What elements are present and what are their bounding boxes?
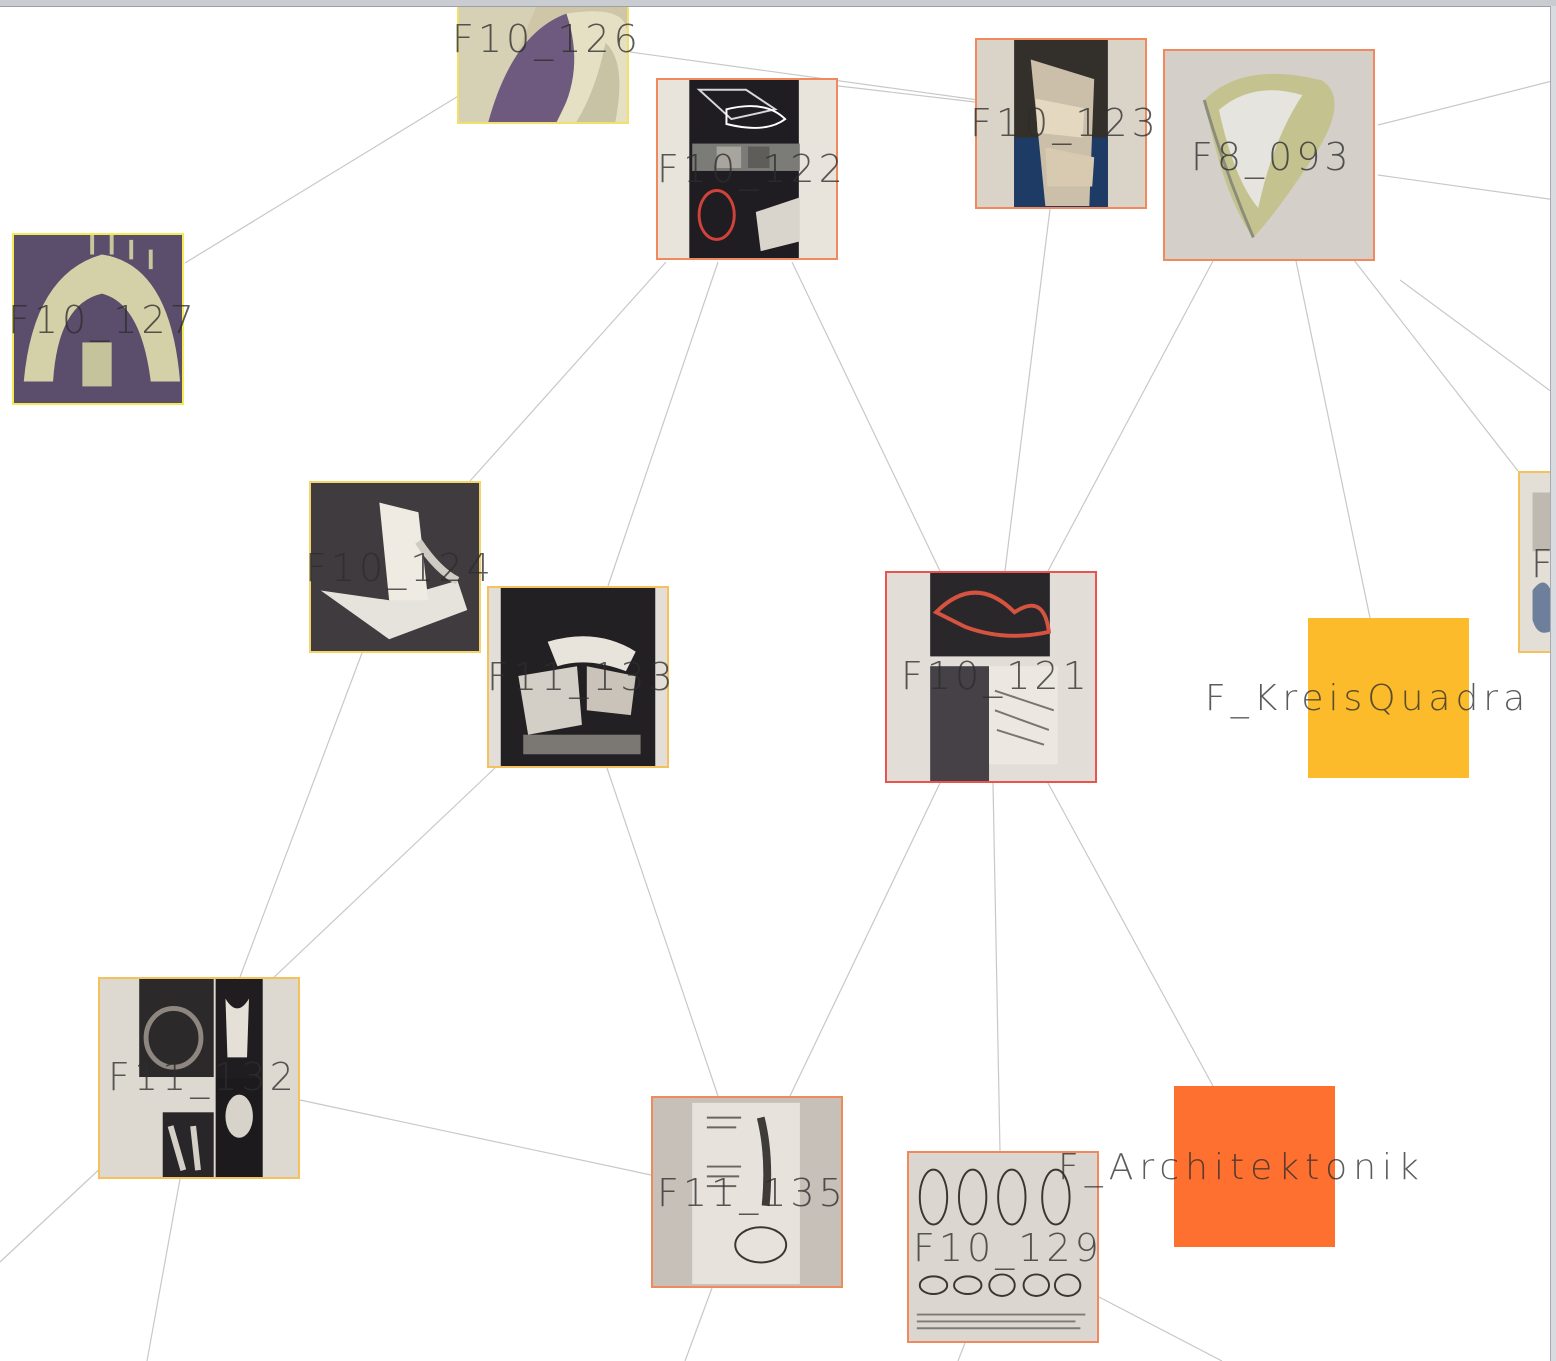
graph-edge (1377, 79, 1556, 126)
node-F10_123[interactable] (975, 38, 1147, 209)
graph-edge (1047, 782, 1214, 1087)
category-node-F_Architektonik[interactable] (1174, 1086, 1335, 1247)
graph-edge (1004, 208, 1051, 572)
photo-thumbnail-icon (459, 4, 627, 122)
photo-thumbnail-icon (1165, 51, 1373, 259)
node-F11_135[interactable] (651, 1096, 843, 1288)
photo-thumbnail-icon (14, 235, 182, 403)
photo-thumbnail-icon (653, 1098, 841, 1286)
node-F10_124[interactable] (309, 481, 481, 653)
photo-thumbnail-icon (100, 979, 298, 1177)
graph-edge (1047, 260, 1214, 572)
graph-edge (629, 51, 1001, 104)
photo-thumbnail-icon (489, 588, 667, 766)
node-F10_126[interactable] (457, 2, 629, 124)
node-F10_129[interactable] (907, 1151, 1099, 1343)
graph-edge (469, 261, 667, 482)
photo-thumbnail-icon (311, 483, 479, 651)
category-node-F_KreisQuadrat[interactable] (1308, 618, 1469, 778)
graph-edge (1377, 174, 1556, 201)
graph-edge (184, 94, 461, 264)
graph-edge (829, 84, 976, 103)
window-top-edge (0, 0, 1556, 7)
node-F10_127[interactable] (12, 233, 184, 405)
graph-edge (957, 1342, 966, 1361)
photo-thumbnail-icon (1520, 473, 1554, 651)
graph-edge (299, 1099, 652, 1176)
graph-edge (992, 782, 1001, 1152)
graph-edge (249, 767, 496, 1001)
node-F10_121[interactable] (885, 571, 1097, 783)
graph-edge (791, 261, 941, 572)
graph-edge (684, 1287, 713, 1361)
photo-thumbnail-icon (909, 1153, 1097, 1341)
graph-edge (1349, 254, 1519, 472)
graph-edge (146, 1178, 181, 1361)
graph-edge (1295, 260, 1371, 619)
node-F10_122[interactable] (656, 78, 838, 260)
window-right-edge (1550, 6, 1556, 1361)
photo-thumbnail-icon (658, 80, 836, 258)
graph-edge (1399, 279, 1556, 396)
graph-edge (607, 261, 719, 587)
node-F8_093[interactable] (1163, 49, 1375, 261)
node-F-right[interactable] (1518, 471, 1556, 653)
node-F11_133[interactable] (487, 586, 669, 768)
node-F11_132[interactable] (98, 977, 300, 1179)
graph-edge (239, 652, 363, 978)
graph-edge (1098, 1296, 1223, 1361)
photo-thumbnail-icon (887, 573, 1095, 781)
graph-edge (789, 782, 941, 1097)
graph-edge (606, 767, 719, 1097)
photo-thumbnail-icon (977, 40, 1145, 207)
